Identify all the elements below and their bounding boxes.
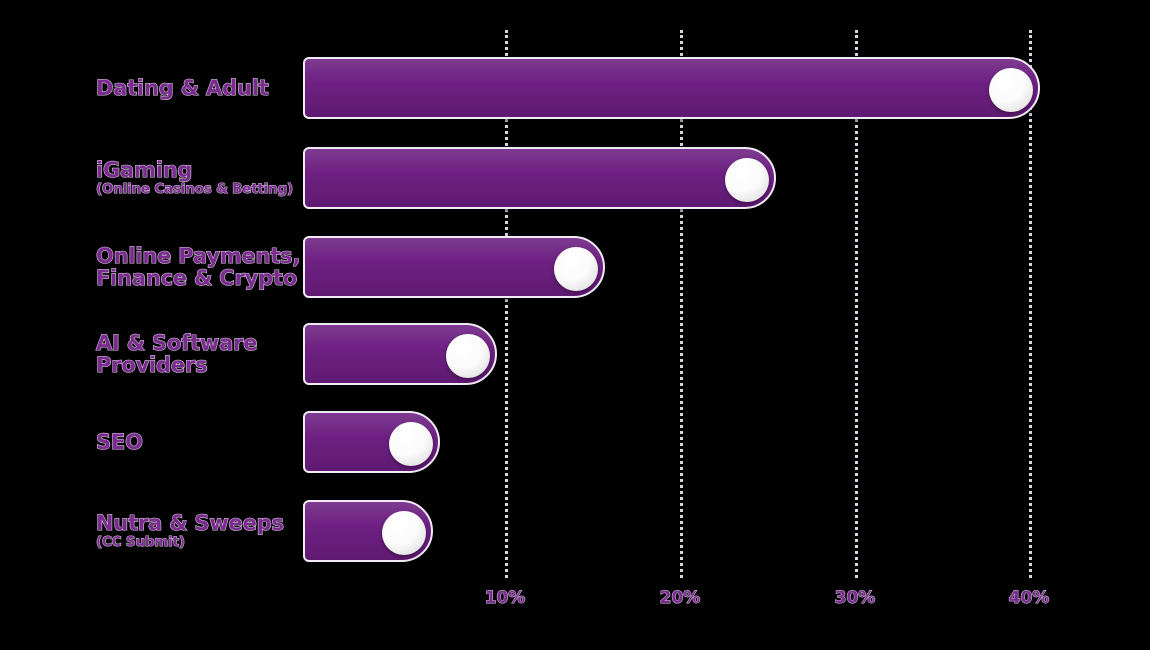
bar-knob-seo [389, 422, 433, 466]
bar-label-nutra-sweeps: Nutra & Sweeps (CC Submit) [95, 500, 326, 562]
bar-knob-dating-adult [989, 68, 1033, 112]
gridline-10 [505, 30, 508, 578]
bar-row-ai-software[interactable]: AI & Software Providers [0, 323, 1150, 385]
bar-label-seo: SEO [95, 411, 326, 473]
bar-label-igaming: iGaming (Online Casinos & Betting) [95, 147, 326, 209]
bar-knob-igaming [725, 158, 769, 202]
bar-row-nutra-sweeps[interactable]: Nutra & Sweeps (CC Submit) [0, 500, 1150, 562]
bar-label-main: SEO [95, 429, 143, 454]
bar-knob-nutra-sweeps [382, 511, 426, 555]
bar-label-main: AI & Software Providers [95, 330, 258, 377]
bar-row-online-payments[interactable]: Online Payments, Finance & Crypto [0, 236, 1150, 298]
bar-label-main: Online Payments, Finance & Crypto [95, 243, 301, 290]
x-tick-label-30: 30% [834, 588, 876, 609]
bar-online-payments[interactable] [303, 236, 605, 298]
bar-label-dating-adult: Dating & Adult [95, 57, 326, 119]
x-tick-label-20: 20% [659, 588, 701, 609]
bar-dating-adult[interactable] [303, 57, 1040, 119]
bar-label-sub: (Online Casinos & Betting) [96, 181, 294, 198]
gridline-40 [1029, 30, 1032, 578]
bar-ai-software[interactable] [303, 323, 497, 385]
bar-knob-ai-software [446, 334, 490, 378]
gridline-20 [680, 30, 683, 578]
bar-label-sub: (CC Submit) [96, 534, 186, 551]
bar-nutra-sweeps[interactable] [303, 500, 433, 562]
bar-igaming[interactable] [303, 147, 776, 209]
bar-label-main: iGaming [95, 158, 193, 183]
bar-row-seo[interactable]: SEO [0, 411, 1150, 473]
x-tick-label-40: 40% [1008, 588, 1050, 609]
gridline-30 [855, 30, 858, 578]
bar-label-main: Dating & Adult [95, 75, 269, 100]
bar-label-main: Nutra & Sweeps [95, 511, 284, 536]
bar-seo[interactable] [303, 411, 440, 473]
x-tick-label-10: 10% [484, 588, 526, 609]
bar-knob-online-payments [554, 247, 598, 291]
bar-row-dating-adult[interactable]: Dating & Adult [0, 57, 1150, 119]
bar-label-online-payments: Online Payments, Finance & Crypto [95, 236, 326, 298]
bar-row-igaming[interactable]: iGaming (Online Casinos & Betting) [0, 147, 1150, 209]
bar-label-ai-software: AI & Software Providers [95, 323, 326, 385]
